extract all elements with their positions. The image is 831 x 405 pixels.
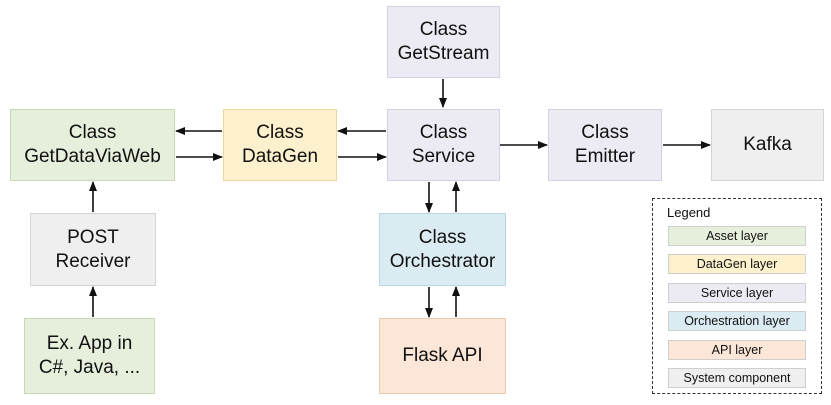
class-getstream-box: Class GetStream bbox=[387, 6, 500, 78]
class-datagen-line2: DataGen bbox=[241, 146, 319, 167]
legend-item-orchestration-layer: Orchestration layer bbox=[668, 311, 806, 331]
legend-title: Legend bbox=[667, 205, 711, 220]
class-service-line1: Class bbox=[419, 122, 468, 143]
class-getdataviaweb-line2: GetDataViaWeb bbox=[24, 146, 161, 167]
class-datagen-box: Class DataGen bbox=[223, 109, 337, 181]
class-getdataviaweb-box: Class GetDataViaWeb bbox=[10, 109, 175, 181]
flask-api-label: Flask API bbox=[402, 345, 483, 366]
kafka-label: Kafka bbox=[743, 134, 792, 155]
legend-item-system-component: System component bbox=[668, 368, 806, 388]
class-orchestrator-line2: Orchestrator bbox=[389, 250, 496, 272]
class-service-box: Class Service bbox=[387, 109, 500, 181]
legend-item-service-layer: Service layer bbox=[668, 283, 806, 303]
legend-item-datagen-layer: DataGen layer bbox=[668, 254, 806, 274]
class-emitter-line1: Class bbox=[581, 122, 629, 143]
legend-panel: Legend Asset layer DataGen layer Service… bbox=[652, 198, 822, 394]
post-receiver-box: POST Receiver bbox=[30, 213, 156, 286]
class-datagen-line1: Class bbox=[256, 122, 304, 143]
class-orchestrator-line1: Class bbox=[418, 226, 467, 248]
class-emitter-box: Class Emitter bbox=[548, 109, 662, 181]
ex-app-line1: Ex. App in bbox=[46, 333, 133, 354]
flask-api-box: Flask API bbox=[379, 318, 506, 394]
ex-app-line2: C#, Java, ... bbox=[38, 357, 141, 378]
legend-item-asset-layer: Asset layer bbox=[668, 226, 806, 246]
ex-app-box: Ex. App in C#, Java, ... bbox=[24, 318, 155, 394]
kafka-box: Kafka bbox=[711, 109, 824, 181]
post-receiver-line1: POST bbox=[67, 226, 119, 248]
class-emitter-line2: Emitter bbox=[574, 146, 636, 167]
class-getstream-line1: Class bbox=[419, 19, 468, 40]
class-getdataviaweb-line1: Class bbox=[68, 122, 117, 143]
class-service-line2: Service bbox=[411, 146, 476, 167]
class-orchestrator-box: Class Orchestrator bbox=[379, 213, 506, 286]
post-receiver-line2: Receiver bbox=[55, 250, 131, 272]
class-getstream-line2: GetStream bbox=[397, 43, 490, 64]
legend-item-api-layer: API layer bbox=[668, 340, 806, 360]
